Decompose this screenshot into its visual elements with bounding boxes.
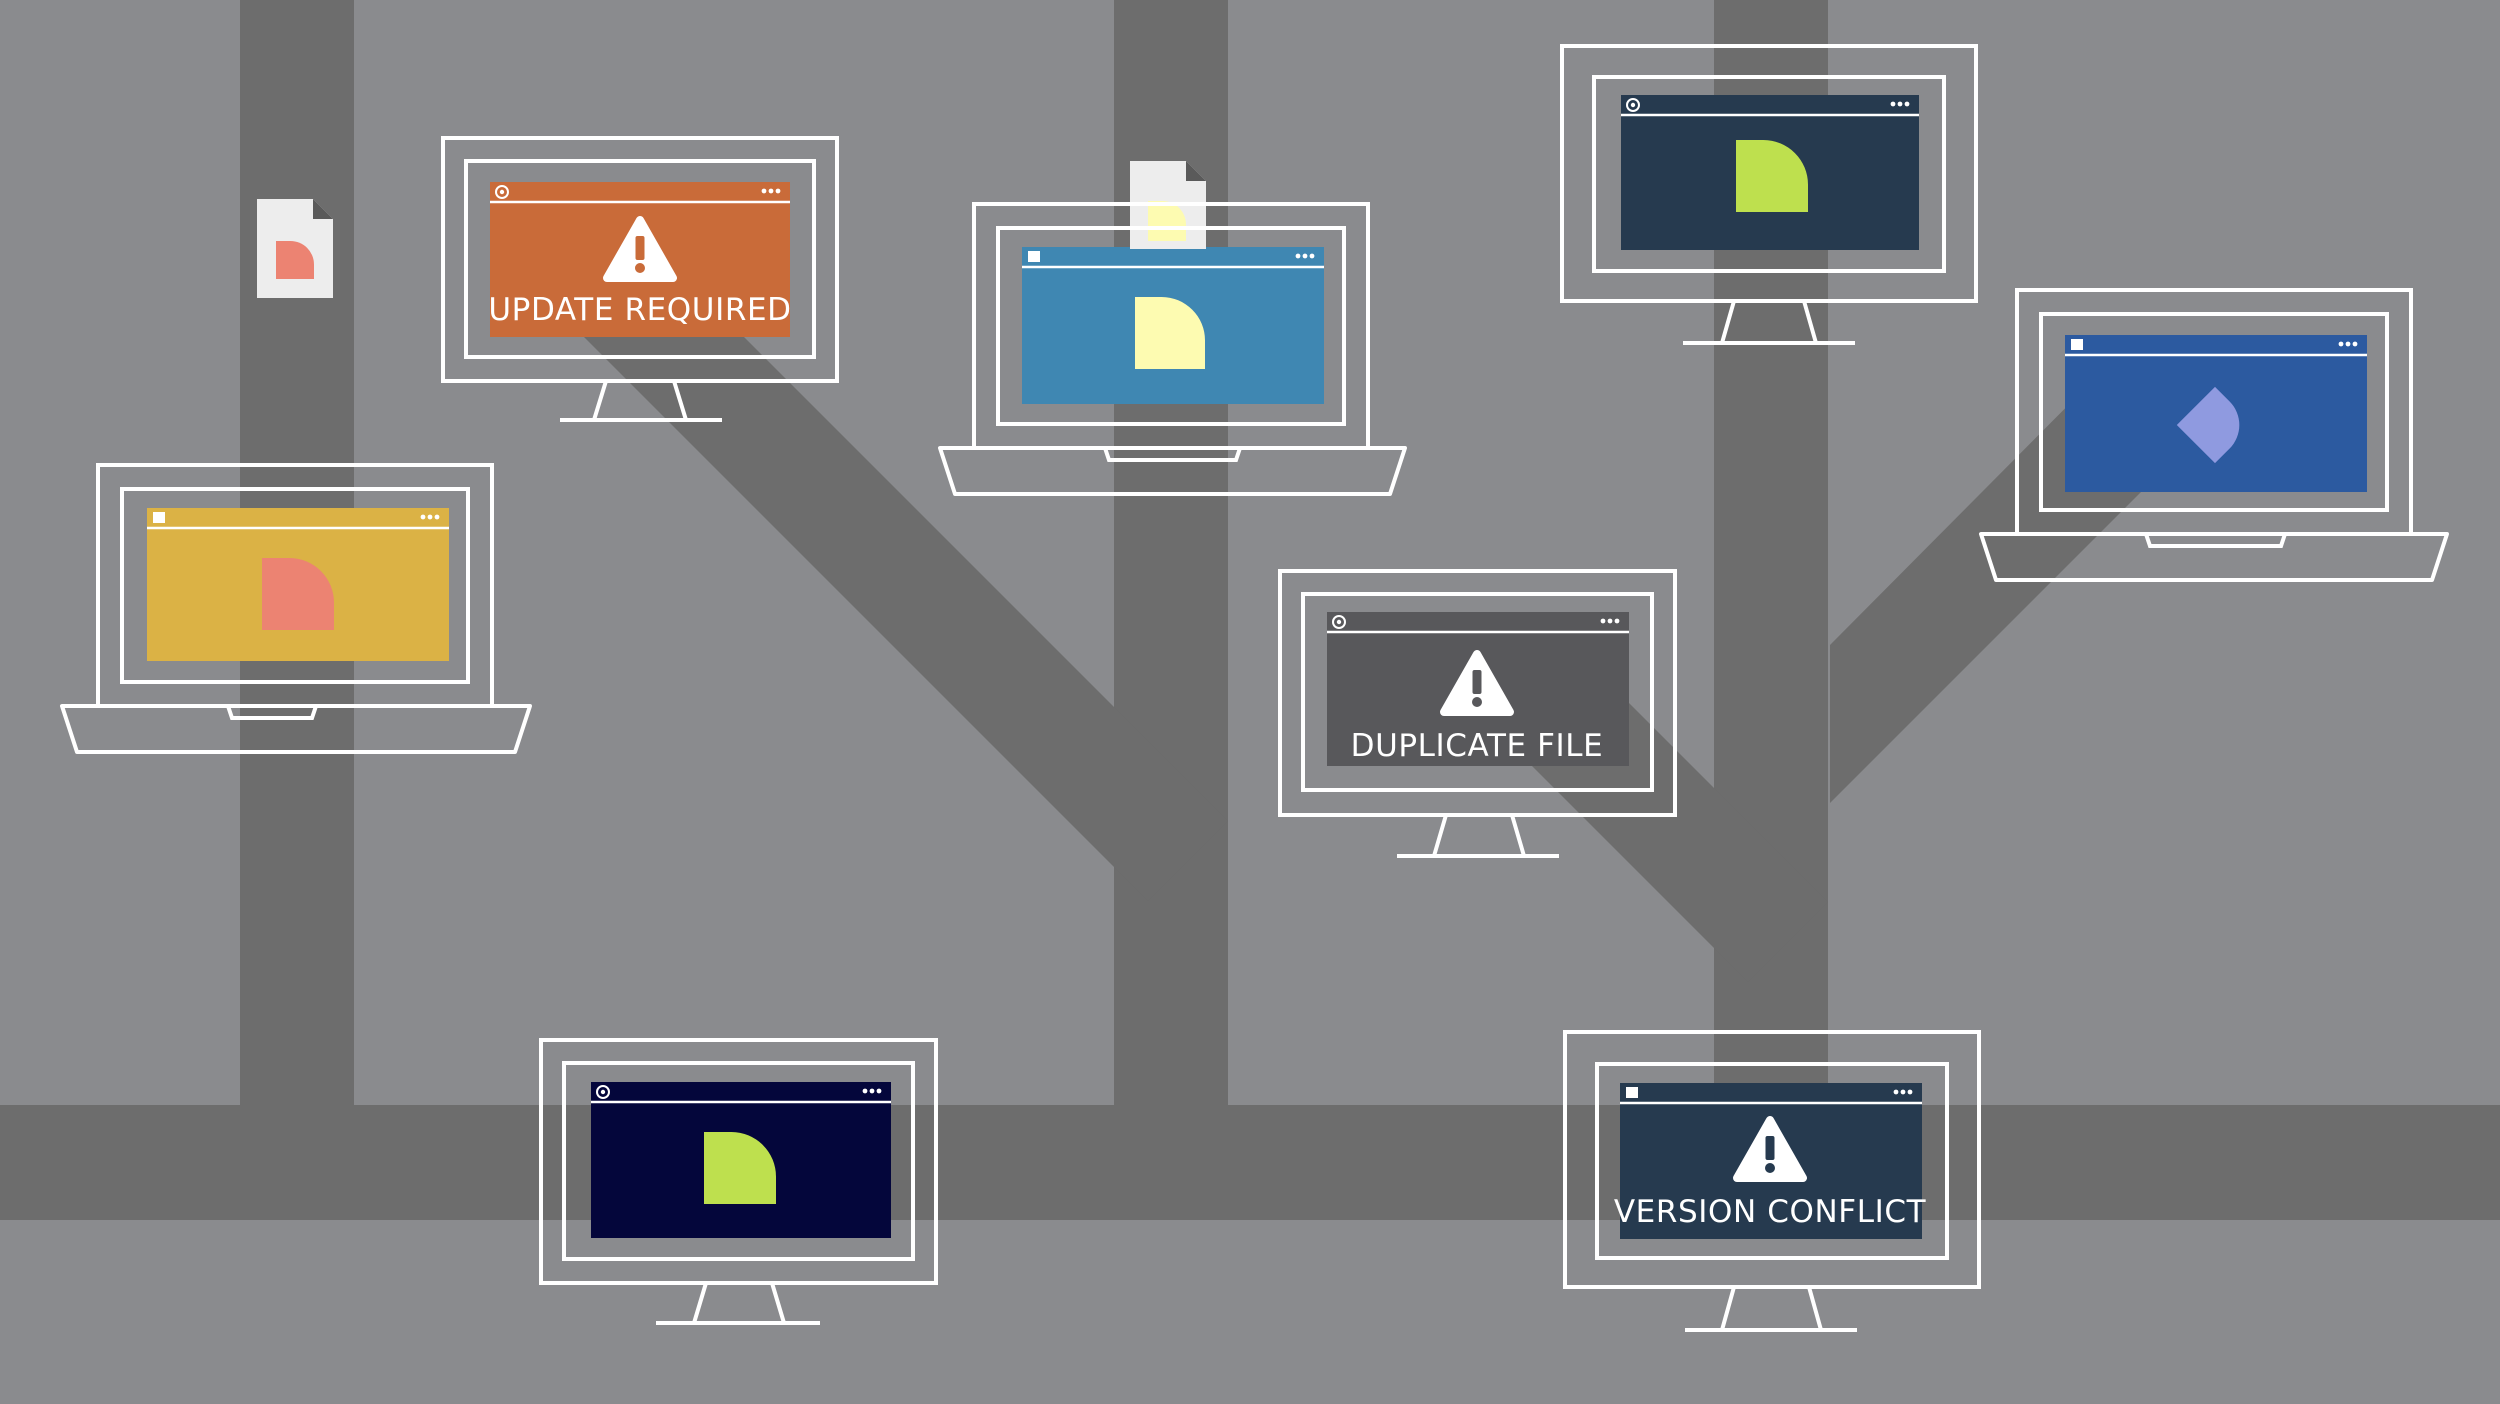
laptop-trackpad-notch [2144, 533, 2287, 548]
network-path-horizontal [0, 1105, 2500, 1220]
warning-icon [1440, 650, 1514, 716]
device-bezel [120, 487, 470, 684]
window-square-icon [153, 512, 165, 523]
monitor-stand [1720, 300, 1818, 344]
laptop-laptop-center [938, 202, 1407, 496]
window-circle-icon-dot [1630, 102, 1636, 108]
warning-dot [1765, 1163, 1775, 1173]
window-menu-dots-icon [869, 1088, 875, 1094]
window-menu-dots-icon [1600, 618, 1606, 624]
window-square-icon [1028, 251, 1040, 262]
device-bezel [1592, 75, 1946, 273]
warning-bar [1765, 1136, 1775, 1160]
window-circle-icon-dot [600, 1089, 606, 1095]
window-menu-dots-icon [1614, 618, 1620, 624]
window-menu-dots-icon [420, 514, 426, 520]
window-menu-dots-icon [876, 1088, 882, 1094]
device-group [60, 44, 2449, 1332]
window-menu-dots-icon [1904, 101, 1910, 107]
document-icon-shape [2176, 386, 2240, 464]
file-fold [1186, 161, 1206, 181]
window-menu-dots-icon [2338, 341, 2344, 347]
window-circle-icon [1332, 615, 1346, 629]
window-square-icon [2071, 339, 2083, 350]
window-menu-dots-icon [761, 188, 767, 194]
window-menu-dots-icon [1900, 1089, 1906, 1095]
monitor-stand [1432, 814, 1526, 857]
window-menu-dots-icon [1295, 253, 1301, 259]
device-frame [1278, 569, 1677, 817]
monitor-stand [592, 380, 688, 421]
document-icon [704, 1132, 776, 1204]
monitor-stand [1720, 1286, 1823, 1331]
window-menu-dots-icon [1607, 618, 1613, 624]
laptop-laptop-left [60, 463, 532, 754]
monitor-monitor-top-right [1560, 44, 1978, 345]
window-circle-icon [495, 185, 509, 199]
document-icon [1736, 140, 1808, 212]
warning-bar [635, 236, 645, 260]
window-square-icon [1626, 1087, 1638, 1098]
window-menu-dots-icon [434, 514, 440, 520]
warning-icon [603, 216, 677, 282]
file-document-mark [276, 241, 314, 279]
document-icon [1135, 297, 1205, 369]
duplicate-file-label: DUPLICATE FILE [1351, 728, 1604, 764]
window-menu-dots-icon [427, 514, 433, 520]
window-menu-dots-icon [1302, 253, 1308, 259]
file-document-mark [1148, 201, 1186, 241]
window-menu-dots-icon [775, 188, 781, 194]
laptop-trackpad-notch [226, 705, 318, 720]
device-frame [96, 463, 494, 708]
window-menu-dots-icon [1893, 1089, 1899, 1095]
device-bezel [562, 1061, 915, 1261]
device-bezel [2039, 312, 2389, 512]
window-circle-icon-dot [1336, 619, 1342, 625]
monitor-monitor-version [1563, 1030, 1981, 1332]
monitor-monitor-update [441, 136, 839, 422]
window-menu-dots-icon [1309, 253, 1315, 259]
window-menu-dots-icon [768, 188, 774, 194]
device-bezel [464, 159, 816, 359]
window-circle-icon [1626, 98, 1640, 112]
window-menu-dots-icon [2352, 341, 2358, 347]
document-icon [262, 558, 334, 630]
warning-icon [1733, 1116, 1807, 1182]
alert-labels: UPDATE REQUIRED DUPLICATE FILE VERSION C… [488, 292, 1926, 1230]
window-menu-dots-icon [1890, 101, 1896, 107]
warning-dot [635, 263, 645, 273]
update-required-label: UPDATE REQUIRED [488, 292, 791, 328]
warning-bar [1472, 670, 1482, 694]
window-circle-icon [596, 1085, 610, 1099]
window-menu-dots-icon [862, 1088, 868, 1094]
device-frame [1563, 1030, 1981, 1289]
window-menu-dots-icon [1907, 1089, 1913, 1095]
version-conflict-label: VERSION CONFLICT [1614, 1194, 1927, 1230]
device-bezel [1595, 1062, 1949, 1260]
network-path-diagonal-center [565, 238, 1228, 901]
monitor-monitor-duplicate [1278, 569, 1677, 858]
device-frame [441, 136, 839, 383]
laptop-laptop-right [1979, 288, 2449, 582]
window-circle-icon-dot [499, 189, 505, 195]
window-menu-dots-icon [2345, 341, 2351, 347]
laptop-trackpad-notch [1103, 447, 1242, 462]
device-frame [2015, 288, 2413, 536]
device-frame [539, 1038, 938, 1285]
file-fold [313, 199, 333, 219]
warning-dot [1472, 697, 1482, 707]
device-bezel [1301, 592, 1654, 792]
document-icon [2176, 386, 2240, 464]
window-menu-dots-icon [1897, 101, 1903, 107]
device-frame [1560, 44, 1978, 303]
monitor-stand [692, 1282, 786, 1324]
monitor-monitor-bottom-left [539, 1038, 938, 1325]
floating-file-icon [257, 199, 333, 298]
